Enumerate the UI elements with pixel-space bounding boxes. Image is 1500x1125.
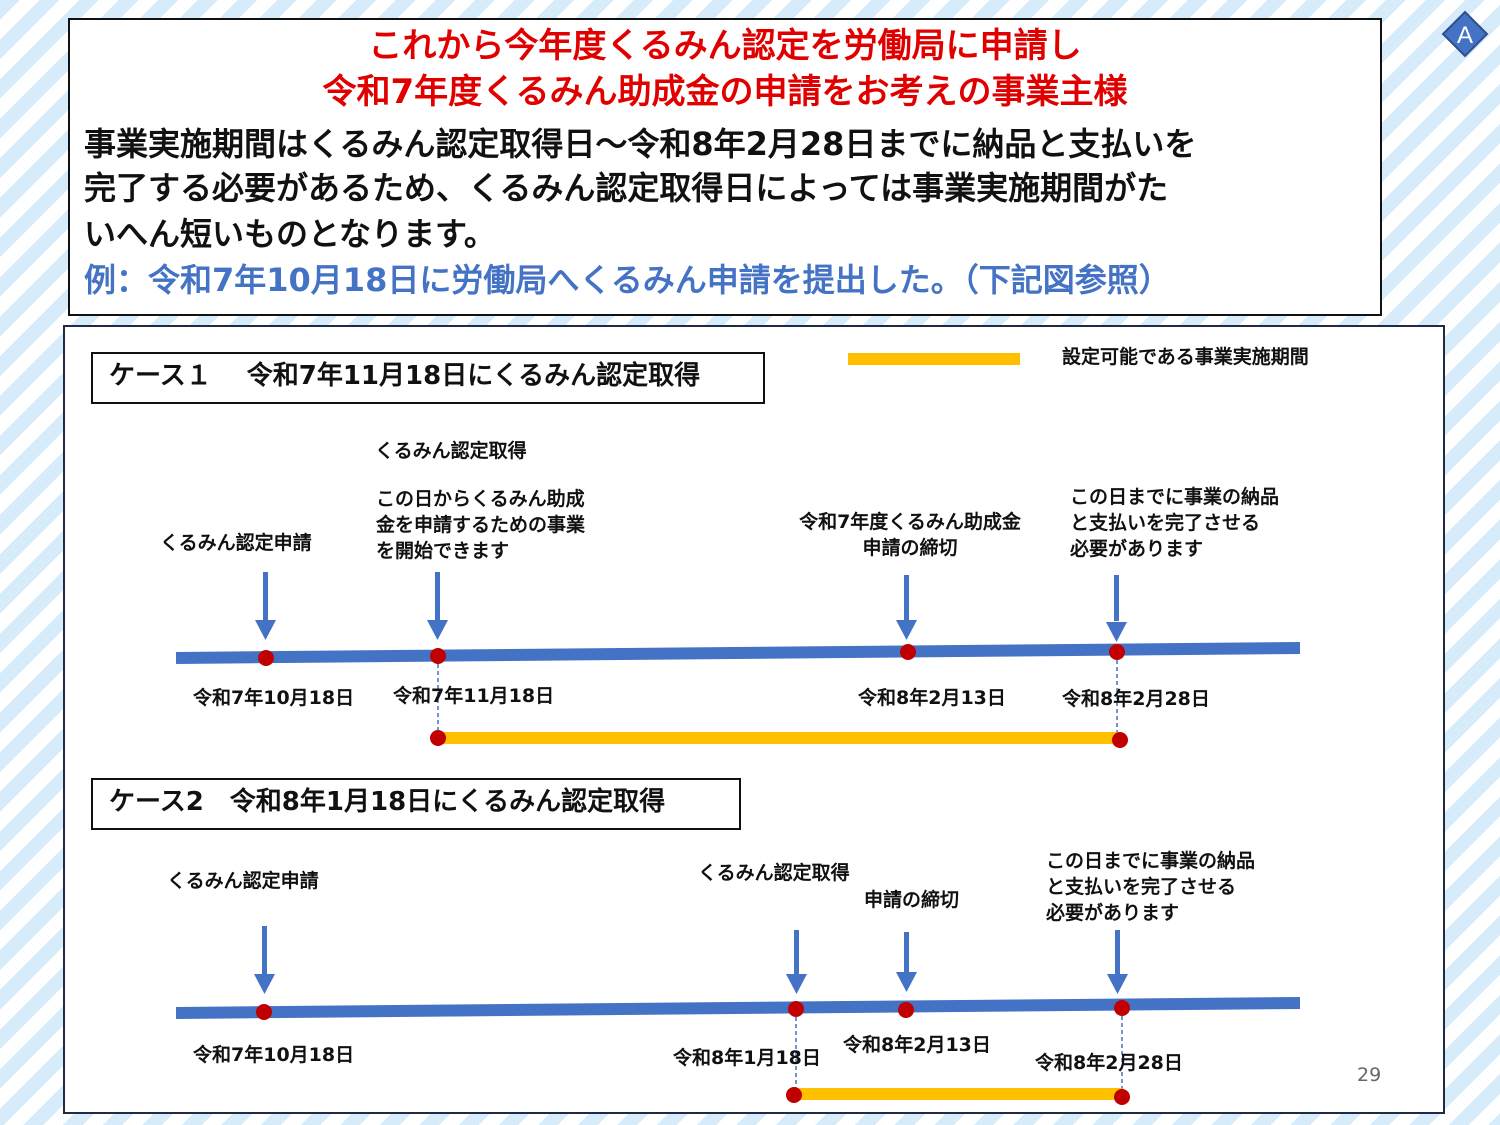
- case2-dot-certified: [788, 1001, 804, 1017]
- case2-date-certified: 令和8年1月18日: [673, 1047, 821, 1069]
- case1-title-box: ケース１ 令和7年11月18日にくるみん認定取得: [91, 352, 765, 404]
- case2-period-end-dot: [1114, 1089, 1130, 1105]
- badge-label: A: [1457, 22, 1473, 49]
- case2-dot-deadline: [898, 1002, 914, 1018]
- body-line-3: いへん短いものとなります。: [84, 215, 496, 253]
- case1-timeline: [175, 642, 1301, 664]
- case2-dot-apply: [256, 1004, 272, 1020]
- case2-label-complete-2: と支払いを完了させる: [1046, 876, 1237, 898]
- case1-arrow-complete: [1106, 575, 1127, 642]
- case1-label-deadline-1: 令和7年度くるみん助成金: [799, 511, 1021, 533]
- case2-title-box: ケース2 令和8年1月18日にくるみん認定取得: [91, 778, 741, 830]
- case1-date-deadline: 令和8年2月13日: [858, 687, 1006, 709]
- case2-period-start-dot: [786, 1087, 802, 1103]
- case2-arrow-complete: [1107, 930, 1128, 994]
- case2-label-certified: くるみん認定取得: [698, 862, 850, 884]
- case1-dot-complete: [1109, 644, 1125, 660]
- body-line-1: 事業実施期間はくるみん認定取得日～令和8年2月28日までに納品と支払いを: [84, 125, 1197, 163]
- body-line-2: 完了する必要があるため、くるみん認定取得日によっては事業実施期間がた: [84, 169, 1169, 207]
- case1-label-complete-2: と支払いを完了させる: [1070, 512, 1261, 534]
- example-line: 例：令和7年10月18日に労働局へくるみん申請を提出した。（下記図参照）: [84, 261, 1171, 299]
- case2-label-complete-1: この日までに事業の納品: [1046, 850, 1256, 872]
- case1-label-apply: くるみん認定申請: [160, 532, 312, 554]
- case1-label-complete-3: 必要があります: [1070, 538, 1204, 560]
- case2-arrow-apply: [254, 926, 275, 994]
- case2-label-complete-3: 必要があります: [1046, 902, 1180, 924]
- case2-date-apply: 令和7年10月18日: [193, 1044, 355, 1066]
- header-notice-box: これから今年度くるみん認定を労働局に申請し 令和7年度くるみん助成金の申請をお考…: [68, 18, 1382, 316]
- page-number: 29: [1357, 1064, 1382, 1086]
- case2-label-deadline: 申請の締切: [864, 889, 960, 911]
- case2-dot-complete: [1114, 1000, 1130, 1016]
- case2-timeline: [175, 997, 1301, 1019]
- case1-label-deadline-2: 申請の締切: [862, 537, 958, 559]
- case1-date-certified: 令和7年11月18日: [393, 685, 555, 707]
- title-line-2: 令和7年度くるみん助成金の申請をお考えの事業主様: [322, 72, 1128, 112]
- case1-label-complete-1: この日までに事業の納品: [1070, 486, 1280, 508]
- legend-label: 設定可能である事業実施期間: [1062, 346, 1309, 368]
- case2-arrow-deadline: [896, 932, 917, 992]
- timeline-panel: [63, 325, 1445, 1114]
- case1-dot-deadline: [900, 644, 916, 660]
- case1-dot-certified: [430, 648, 446, 664]
- case1-date-apply: 令和7年10月18日: [193, 687, 355, 709]
- case1-arrow-certified: [427, 572, 448, 640]
- case2-label-apply: くるみん認定申請: [167, 870, 319, 892]
- case1-label-start-2: 金を申請するための事業: [376, 514, 586, 536]
- case1-period-start-dot: [430, 730, 446, 746]
- case1-period-end-dot: [1112, 732, 1128, 748]
- case1-dot-apply: [258, 650, 274, 666]
- case1-arrow-apply: [255, 572, 276, 640]
- case1-arrow-deadline: [896, 575, 917, 640]
- case1-date-complete: 令和8年2月28日: [1062, 688, 1210, 710]
- section-badge: A: [1441, 10, 1489, 58]
- case1-label-start-1: この日からくるみん助成: [376, 488, 585, 510]
- case1-label-start-3: を開始できます: [376, 540, 510, 562]
- case1-title: ケース１ 令和7年11月18日にくるみん認定取得: [109, 361, 701, 391]
- case2-date-complete: 令和8年2月28日: [1035, 1052, 1183, 1074]
- case2-title: ケース2 令和8年1月18日にくるみん認定取得: [109, 787, 666, 817]
- case1-label-certified: くるみん認定取得: [375, 440, 527, 462]
- case2-date-deadline: 令和8年2月13日: [843, 1034, 991, 1056]
- title-line-1: これから今年度くるみん認定を労働局に申請し: [368, 26, 1082, 66]
- case2-arrow-certified: [786, 930, 807, 994]
